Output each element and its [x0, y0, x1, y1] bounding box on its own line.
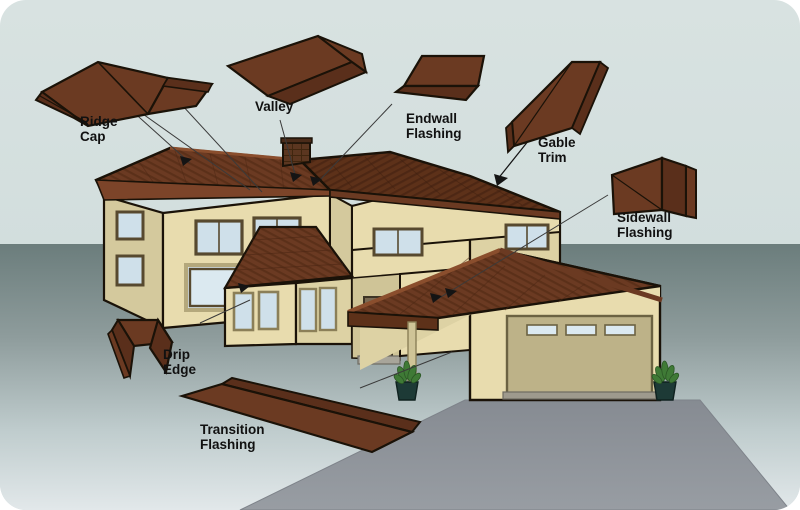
window	[318, 286, 338, 332]
house	[94, 137, 663, 402]
arrow-left-roof	[180, 156, 192, 166]
garage-door-windows	[526, 324, 636, 336]
roof-right-main	[297, 150, 561, 214]
leader-lines	[119, 91, 609, 389]
window-group-wing	[232, 286, 338, 333]
garage-threshold	[502, 391, 657, 400]
roof-eave-trim-right	[329, 189, 561, 220]
roof-wing	[222, 225, 355, 290]
window	[257, 290, 280, 331]
label-ridge-cap: Ridge Cap	[80, 114, 121, 144]
part-sidewall-flashing	[610, 156, 697, 220]
leader-ridge-cap-b	[125, 101, 251, 191]
leader-valley	[279, 119, 297, 179]
plant-pot	[653, 381, 677, 401]
arrow-endwall	[310, 176, 322, 186]
leader-arrowheads	[113, 91, 546, 303]
label-drip-edge: Drip Edge	[163, 347, 196, 377]
window	[115, 210, 145, 241]
label-valley: Valley	[255, 99, 294, 114]
label-endwall-flashing: Endwall Flashing	[406, 111, 462, 141]
arrow-valley-roof	[290, 172, 302, 182]
label-sidewall-flashing: Sidewall Flashing	[617, 210, 675, 240]
window-group-side	[115, 210, 145, 287]
arrow-gable-trim	[494, 174, 508, 186]
labels-layer: Ridge Cap Valley Endwall Flashing Gable …	[80, 99, 675, 452]
leader-endwall	[317, 103, 393, 183]
part-endwall-flashing	[393, 54, 486, 102]
window	[298, 287, 318, 333]
arrow-sidewall-target	[430, 293, 442, 303]
potted-plant-right	[651, 360, 680, 401]
potted-plant-left	[393, 360, 422, 401]
leader-transition	[359, 351, 453, 389]
arrow-wing-roof	[238, 283, 250, 293]
roof-garage-rake-right	[499, 247, 663, 303]
part-valley	[225, 34, 369, 106]
leader-drip-edge	[199, 299, 251, 324]
window	[115, 254, 145, 287]
label-gable-trim: Gable Trim	[538, 135, 579, 165]
roof-garage-rake-left	[347, 248, 501, 314]
plant-pot	[395, 381, 419, 401]
leader-sidewall	[435, 194, 609, 301]
part-ridge-cap	[34, 60, 214, 128]
window	[232, 291, 255, 332]
arrow-garage-roof	[445, 288, 457, 298]
plant-leaves-icon	[651, 360, 680, 384]
label-transition-flashing: Transition Flashing	[200, 422, 268, 452]
part-transition-flashing	[178, 376, 422, 454]
chimney-cap	[280, 137, 313, 144]
part-gable-trim	[505, 60, 610, 155]
part-drip-edge	[107, 317, 174, 380]
